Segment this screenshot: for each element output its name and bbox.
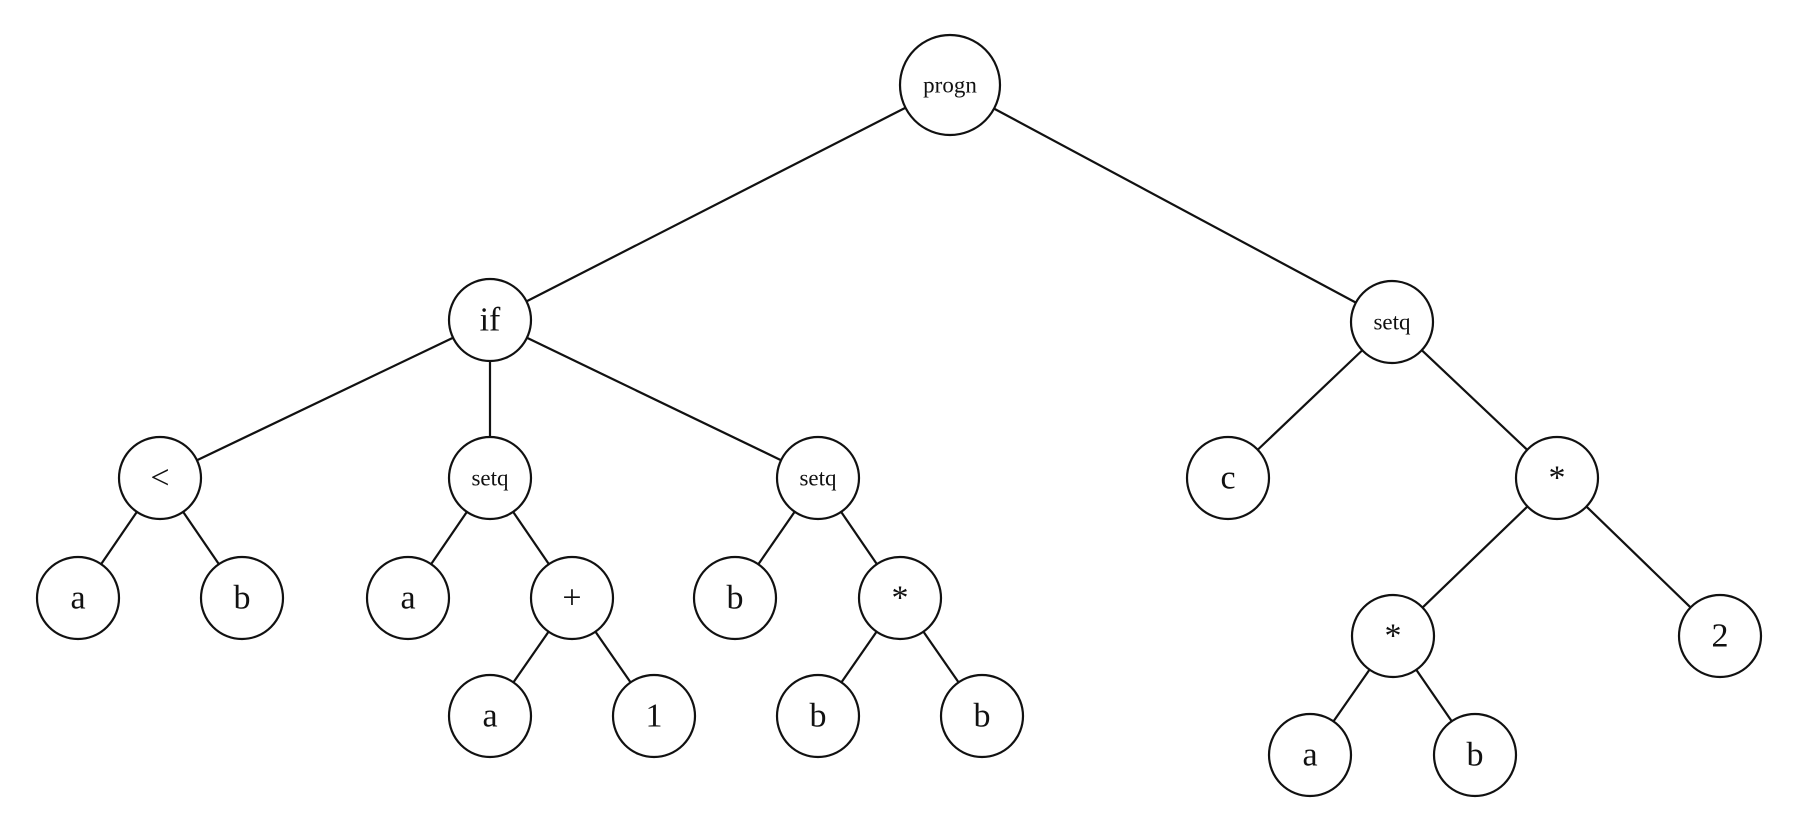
edge-setq1-plus xyxy=(512,511,550,565)
node-circle xyxy=(447,435,533,521)
tree-node-mul1_b2: b xyxy=(939,673,1025,759)
edge-setq1-setq1_a xyxy=(430,511,468,565)
node-circle xyxy=(857,555,943,641)
node-label: < xyxy=(150,460,169,497)
node-circle xyxy=(1349,279,1435,365)
node-label: 1 xyxy=(646,698,663,735)
node-circle xyxy=(898,33,1002,137)
node-label: b xyxy=(1467,737,1484,774)
node-label: c xyxy=(1220,460,1235,497)
edge-progn-setq3 xyxy=(993,107,1357,304)
node-circle xyxy=(939,673,1025,759)
tree-node-lt: < xyxy=(117,435,203,521)
node-circle xyxy=(1432,712,1518,798)
node-circle xyxy=(775,673,861,759)
tree-node-mul2: * xyxy=(1514,435,1600,521)
node-label: if xyxy=(480,302,501,339)
edge-if-lt xyxy=(196,336,454,462)
node-label: a xyxy=(400,580,415,617)
node-circle xyxy=(447,673,533,759)
node-label: b xyxy=(234,580,251,617)
node-label: 2 xyxy=(1712,618,1729,655)
edge-setq3-setq3_c xyxy=(1256,349,1364,451)
edge-lt-lt_b xyxy=(182,511,220,565)
node-circle xyxy=(1514,435,1600,521)
tree-node-lt_b: b xyxy=(199,555,285,641)
tree-node-progn: progn xyxy=(898,33,1002,137)
tree-node-plus_1: 1 xyxy=(611,673,697,759)
node-label: setq xyxy=(471,466,509,491)
node-label: b xyxy=(974,698,991,735)
node-circle xyxy=(1267,712,1353,798)
tree-node-mul1_b1: b xyxy=(775,673,861,759)
tree-node-mul3_b: b xyxy=(1432,712,1518,798)
tree-nodes: progn if < a b setq a + a 1 setq b * b b setq c * * a b 2 xyxy=(35,33,1763,798)
edge-setq2-setq2_b xyxy=(757,511,796,565)
node-circle xyxy=(1185,435,1271,521)
tree-node-plus_a: a xyxy=(447,673,533,759)
edge-mul1-mul1_b1 xyxy=(840,631,878,683)
tree-node-plus: + xyxy=(529,555,615,641)
node-label: setq xyxy=(1373,310,1411,335)
node-label: a xyxy=(1302,737,1317,774)
node-circle xyxy=(199,555,285,641)
edge-plus-plus_1 xyxy=(594,631,632,683)
tree-node-setq1_a: a xyxy=(365,555,451,641)
node-circle xyxy=(692,555,778,641)
node-circle xyxy=(35,555,121,641)
tree-node-setq3: setq xyxy=(1349,279,1435,365)
tree-node-mul3_a: a xyxy=(1267,712,1353,798)
tree-node-mul2_2: 2 xyxy=(1677,593,1763,679)
node-circle xyxy=(1350,593,1436,679)
edge-mul3-mul3_b xyxy=(1415,669,1453,722)
node-circle xyxy=(117,435,203,521)
node-circle xyxy=(1677,593,1763,679)
edge-mul2-mul2_2 xyxy=(1585,505,1692,609)
node-label: b xyxy=(727,580,744,617)
tree-edges xyxy=(100,106,1692,723)
tree-node-setq2_b: b xyxy=(692,555,778,641)
node-circle xyxy=(447,277,533,363)
node-label: progn xyxy=(923,73,977,98)
node-label: a xyxy=(482,698,497,735)
node-circle xyxy=(611,673,697,759)
node-circle xyxy=(529,555,615,641)
edge-lt-lt_a xyxy=(100,511,138,565)
tree-node-if: if xyxy=(447,277,533,363)
tree-node-mul3: * xyxy=(1350,593,1436,679)
tree-node-mul1: * xyxy=(857,555,943,641)
tree-node-setq1: setq xyxy=(447,435,533,521)
edge-mul1-mul1_b2 xyxy=(922,631,960,683)
node-label: * xyxy=(1549,460,1566,497)
edge-plus-plus_a xyxy=(512,631,550,683)
node-label: * xyxy=(892,580,909,617)
tree-node-setq3_c: c xyxy=(1185,435,1271,521)
node-label: a xyxy=(70,580,85,617)
tree-node-setq2: setq xyxy=(775,435,861,521)
edge-if-setq2 xyxy=(526,336,782,462)
node-label: + xyxy=(562,580,581,617)
edge-progn-if xyxy=(526,106,906,303)
edge-setq2-mul1 xyxy=(840,511,878,565)
tree-node-lt_a: a xyxy=(35,555,121,641)
edge-mul2-mul3 xyxy=(1421,505,1529,609)
node-circle xyxy=(365,555,451,641)
node-circle xyxy=(775,435,861,521)
edge-setq3-mul2 xyxy=(1421,349,1528,451)
node-label: setq xyxy=(799,466,837,491)
node-label: * xyxy=(1385,618,1402,655)
edge-mul3-mul3_a xyxy=(1332,668,1371,723)
node-label: b xyxy=(810,698,827,735)
